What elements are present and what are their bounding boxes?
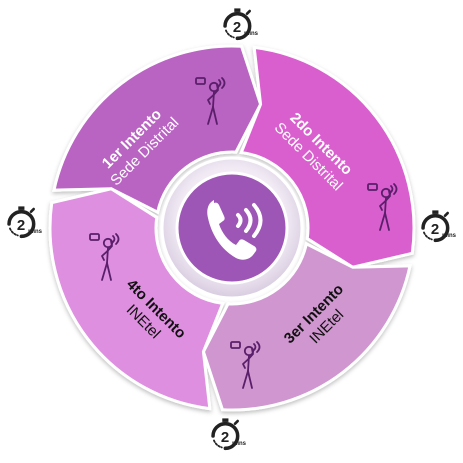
timer-value: 2 [17, 217, 25, 234]
segment-1er-intento [52, 44, 263, 215]
timer-unit: mins [232, 441, 247, 447]
center-circle [175, 171, 289, 285]
timer-value: 2 [233, 19, 241, 36]
timer-value: 2 [431, 221, 439, 238]
timer-value: 2 [221, 429, 229, 446]
phone-ringing-icon [207, 200, 263, 260]
timer-unit: mins [244, 31, 259, 37]
segment-3er-intento [201, 241, 412, 412]
segment-4to-intento [48, 187, 225, 411]
timer-unit: mins [442, 233, 457, 239]
center-phone-badge [160, 156, 304, 300]
timer-unit: mins [28, 229, 43, 235]
segment-2do-intento [239, 45, 416, 269]
